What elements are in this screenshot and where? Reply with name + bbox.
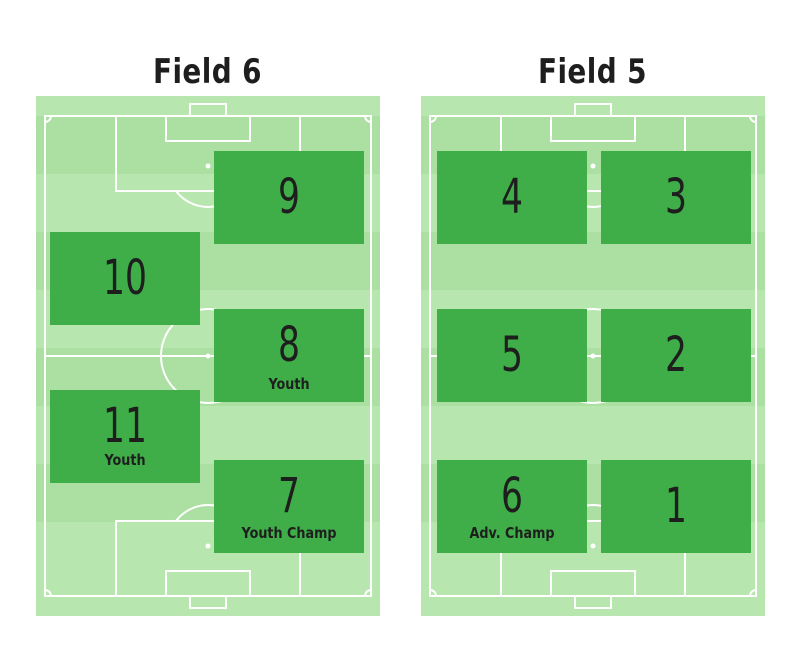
mini-field-label: Adv. Champ — [469, 524, 555, 542]
mini-field-number: 11 — [103, 398, 147, 454]
mini-field-number: 10 — [103, 250, 147, 306]
mini-field-number: 6 — [500, 468, 523, 524]
mini-field-number: 8 — [277, 317, 300, 373]
mini-field-5: 5 — [437, 309, 587, 402]
mini-field-label: Youth — [104, 451, 146, 469]
mini-field-number: 1 — [664, 478, 687, 534]
mini-field-label: Youth — [268, 375, 310, 393]
mini-field-11: 11 Youth — [50, 390, 200, 483]
mini-field-number: 2 — [664, 327, 687, 383]
mini-field-7: 7 Youth Champ — [214, 460, 364, 553]
mini-field-4: 4 — [437, 151, 587, 244]
mini-field-label: Youth Champ — [241, 524, 337, 542]
field-6-title: Field 6 — [152, 52, 263, 92]
mini-field-number: 4 — [500, 169, 523, 225]
mini-field-8: 8 Youth — [214, 309, 364, 402]
field-5-title: Field 5 — [537, 52, 648, 92]
mini-field-10: 10 — [50, 232, 200, 325]
mini-field-number: 3 — [664, 169, 687, 225]
mini-field-6: 6 Adv. Champ — [437, 460, 587, 553]
mini-field-number: 5 — [500, 327, 523, 383]
mini-field-2: 2 — [601, 309, 751, 402]
mini-field-number: 7 — [277, 468, 300, 524]
mini-field-9: 9 — [214, 151, 364, 244]
mini-field-number: 9 — [277, 169, 300, 225]
mini-field-3: 3 — [601, 151, 751, 244]
mini-field-1: 1 — [601, 460, 751, 553]
